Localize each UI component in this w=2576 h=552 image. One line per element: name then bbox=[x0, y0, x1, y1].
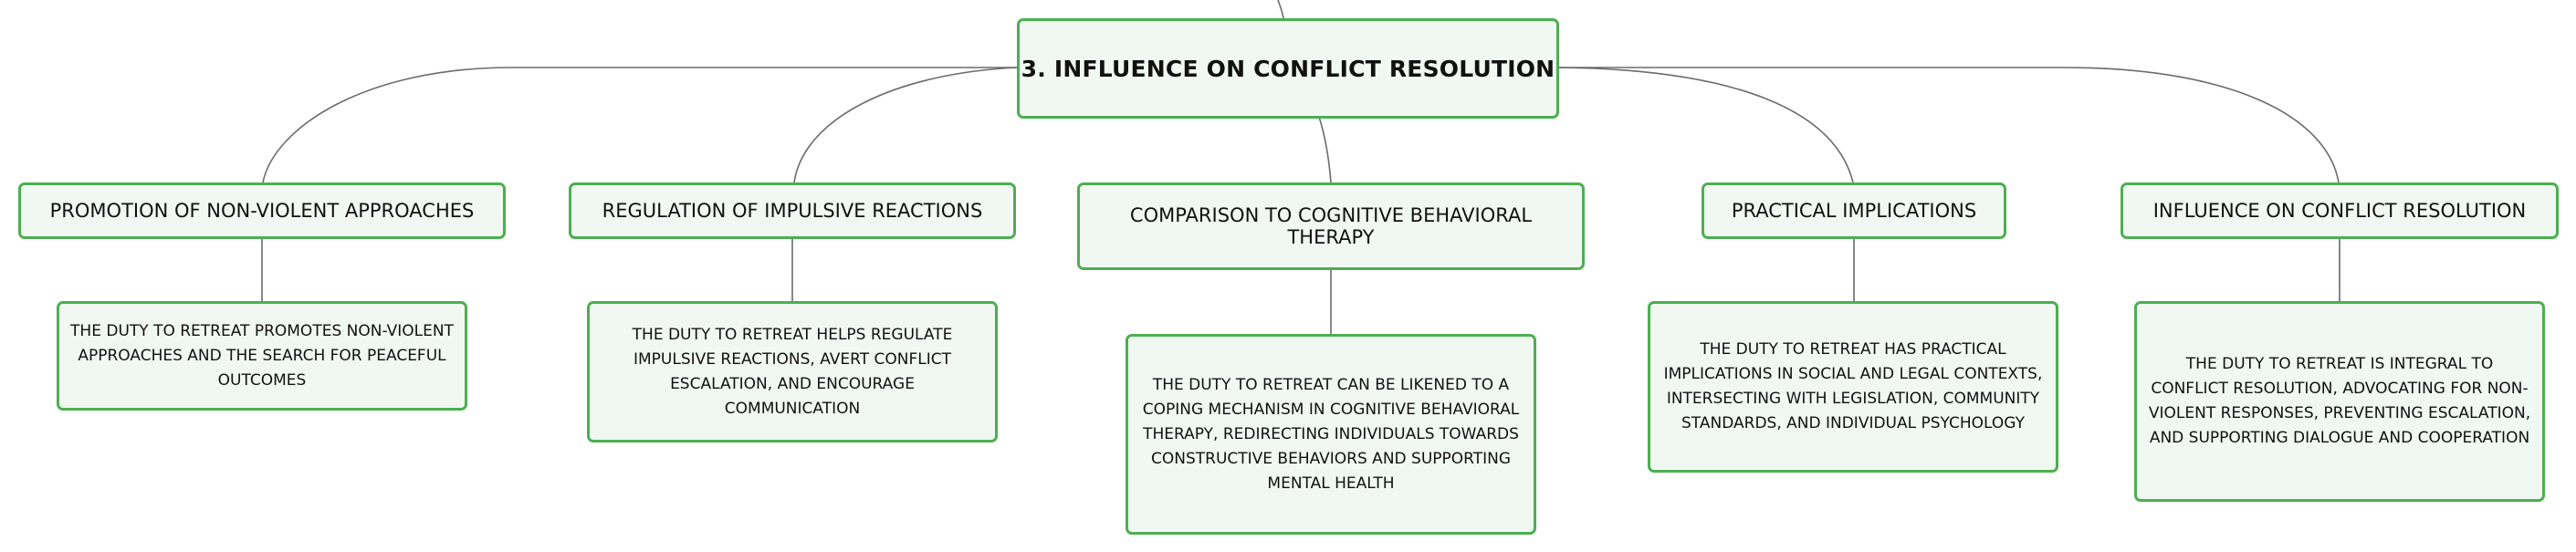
connector-parent-to-root bbox=[1277, 0, 1284, 19]
topic-node-influence-conflict-resolution[interactable]: INFLUENCE ON CONFLICT RESOLUTION bbox=[2120, 182, 2559, 239]
detail-node-text: THE DUTY TO RETREAT IS INTEGRAL TO CONFL… bbox=[2148, 355, 2531, 447]
root-node-label: 3. INFLUENCE ON CONFLICT RESOLUTION bbox=[1021, 55, 1555, 82]
detail-node-influence-conflict-resolution[interactable]: THE DUTY TO RETREAT IS INTEGRAL TO CONFL… bbox=[2134, 301, 2545, 502]
detail-node-text: THE DUTY TO RETREAT HAS PRACTICAL IMPLIC… bbox=[1663, 340, 2043, 432]
connector-root-to-branch-2 bbox=[793, 67, 1019, 183]
topic-node-label: COMPARISON TO COGNITIVE BEHAVIORAL THERA… bbox=[1129, 204, 1533, 248]
topic-node-label: REGULATION OF IMPULSIVE REACTIONS bbox=[602, 200, 983, 222]
topic-node-label: INFLUENCE ON CONFLICT RESOLUTION bbox=[2152, 200, 2527, 222]
detail-node-cognitive-behavioral-therapy[interactable]: THE DUTY TO RETREAT CAN BE LIKENED TO A … bbox=[1126, 334, 1536, 535]
detail-node-text: THE DUTY TO RETREAT PROMOTES NON-VIOLENT… bbox=[70, 321, 454, 390]
connector-root-to-branch-3 bbox=[1318, 116, 1332, 183]
connector-root-to-branch-4 bbox=[1558, 67, 1854, 183]
detail-node-non-violent-approaches[interactable]: THE DUTY TO RETREAT PROMOTES NON-VIOLENT… bbox=[57, 301, 467, 411]
connector-root-to-branch-5 bbox=[1559, 67, 2340, 183]
topic-node-label: PRACTICAL IMPLICATIONS bbox=[1731, 200, 1977, 222]
topic-node-impulsive-reactions[interactable]: REGULATION OF IMPULSIVE REACTIONS bbox=[569, 182, 1016, 239]
topic-node-label: PROMOTION OF NON-VIOLENT APPROACHES bbox=[49, 200, 475, 222]
topic-node-practical-implications[interactable]: PRACTICAL IMPLICATIONS bbox=[1702, 182, 2006, 239]
detail-node-practical-implications[interactable]: THE DUTY TO RETREAT HAS PRACTICAL IMPLIC… bbox=[1648, 301, 2058, 473]
detail-node-text: THE DUTY TO RETREAT CAN BE LIKENED TO A … bbox=[1142, 375, 1520, 493]
connector-root-to-branch-1 bbox=[262, 67, 1018, 183]
root-node[interactable]: 3. INFLUENCE ON CONFLICT RESOLUTION bbox=[1017, 18, 1559, 119]
detail-node-impulsive-reactions[interactable]: THE DUTY TO RETREAT HELPS REGULATE IMPUL… bbox=[587, 301, 998, 443]
topic-node-cognitive-behavioral-therapy[interactable]: COMPARISON TO COGNITIVE BEHAVIORAL THERA… bbox=[1077, 182, 1585, 270]
topic-node-non-violent-approaches[interactable]: PROMOTION OF NON-VIOLENT APPROACHES bbox=[18, 182, 506, 239]
detail-node-text: THE DUTY TO RETREAT HELPS REGULATE IMPUL… bbox=[632, 325, 953, 418]
